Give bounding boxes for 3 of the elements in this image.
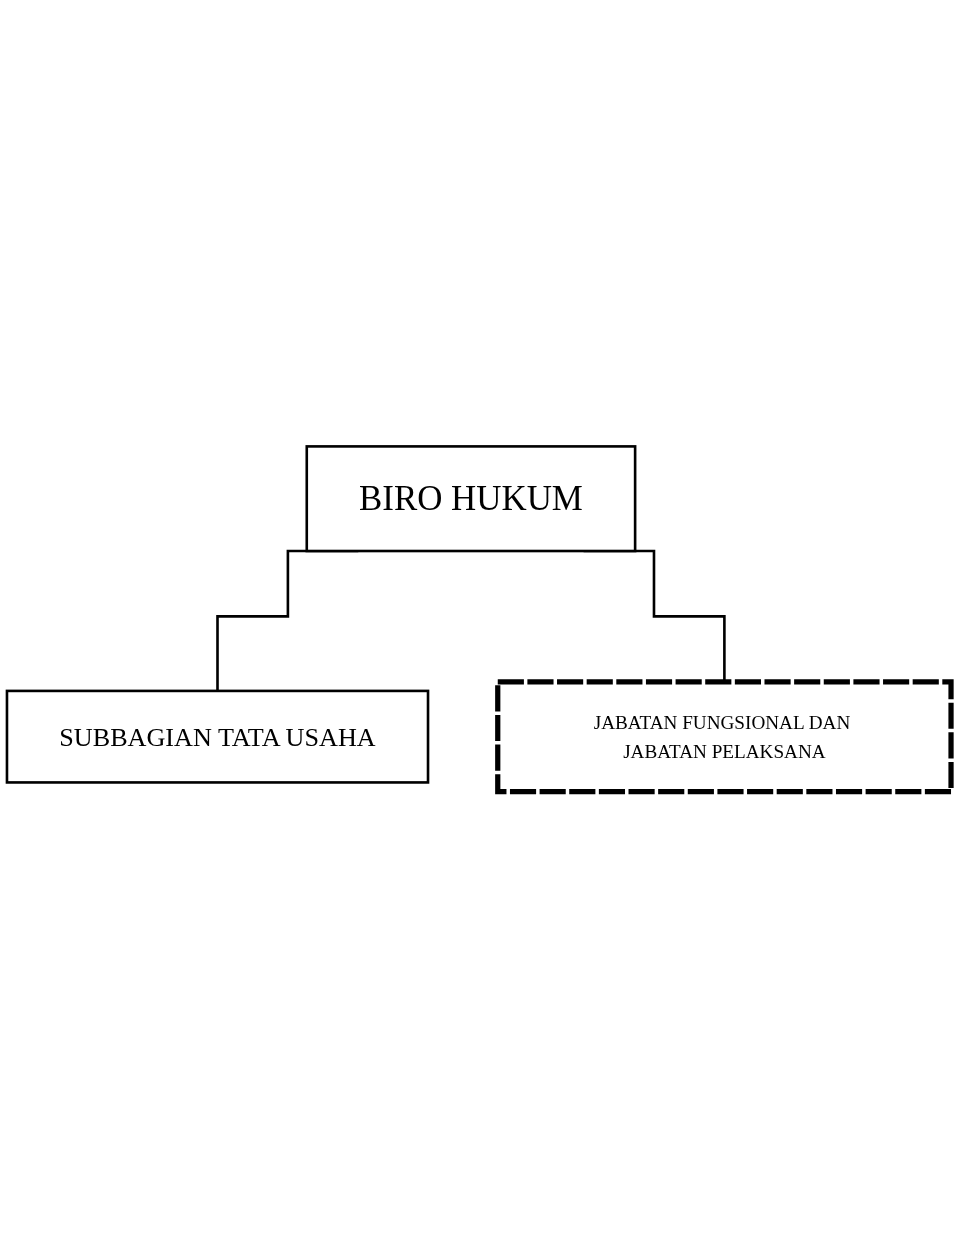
- node-box: SUBBAGIAN TATA USAHA: [5, 689, 430, 784]
- node-box: JABATAN FUNGSIONAL DAN JABATAN PELAKSANA: [495, 679, 954, 795]
- node-box: BIRO HUKUM: [305, 445, 637, 553]
